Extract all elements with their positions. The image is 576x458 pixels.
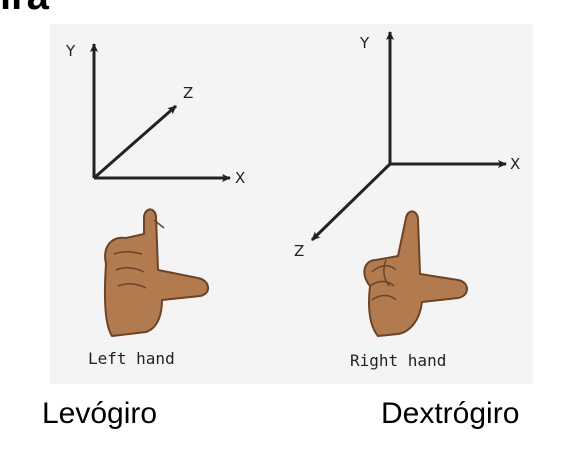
caption-dextrogiro: Dextrógiro bbox=[381, 397, 520, 430]
right-z-axis bbox=[310, 162, 392, 242]
right-hand-illustration: Right hand bbox=[350, 210, 468, 370]
right-y-label: Y bbox=[359, 34, 370, 52]
left-hand-illustration: Left hand bbox=[88, 208, 209, 368]
handedness-figure: Y Z X Left hand Y X Z bbox=[50, 24, 533, 384]
left-x-label: X bbox=[235, 169, 245, 187]
right-z-label: Z bbox=[294, 242, 304, 260]
right-handed-axes: Y X Z bbox=[294, 31, 520, 260]
left-y-label: Y bbox=[65, 42, 76, 60]
right-x-label: X bbox=[510, 155, 520, 173]
right-hand-label: Right hand bbox=[350, 351, 446, 370]
left-z-label: Z bbox=[183, 84, 193, 102]
caption-levogiro: Levógiro bbox=[42, 397, 158, 430]
left-handed-axes: Y Z X bbox=[65, 42, 245, 187]
left-z-axis bbox=[93, 104, 177, 180]
left-hand-label: Left hand bbox=[88, 349, 175, 368]
slide-title: ıra bbox=[0, 0, 49, 19]
coordinate-systems-illustration: Y Z X Left hand Y X Z bbox=[65, 31, 520, 370]
